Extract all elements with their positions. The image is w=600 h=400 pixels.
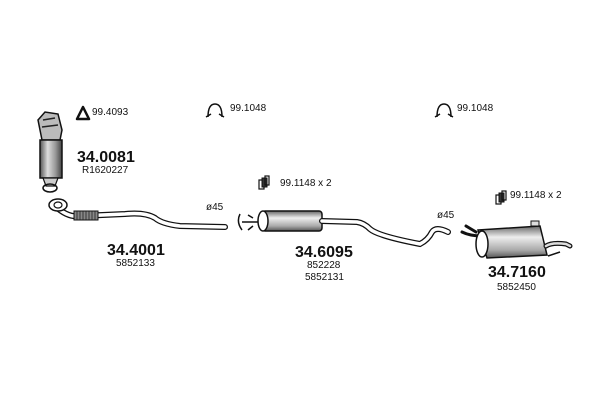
rubber-mount-part-number: 99.1148 x 2 bbox=[510, 190, 562, 201]
clamp-icon bbox=[434, 103, 454, 118]
pipe-diameter: ø45 bbox=[437, 210, 455, 221]
clamp-part-number: 99.1048 bbox=[457, 103, 494, 114]
oem-number: 5852133 bbox=[116, 258, 155, 269]
oem-number: 5852450 bbox=[497, 282, 536, 293]
clamp-part-number: 99.1048 bbox=[230, 103, 267, 114]
part-code: 34.4001 bbox=[107, 242, 165, 259]
catalytic-converter bbox=[37, 111, 63, 193]
oem-number: 5852131 bbox=[305, 272, 344, 283]
gasket-icon bbox=[75, 105, 91, 121]
rubber-mount-icon bbox=[495, 190, 507, 205]
clamp-icon bbox=[205, 103, 225, 118]
pipe-diameter: ø45 bbox=[206, 202, 224, 213]
rear-silencer bbox=[460, 220, 573, 259]
rubber-mount-part-number: 99.1148 x 2 bbox=[280, 178, 332, 189]
oem-number: 852228 bbox=[307, 260, 341, 271]
part-code: 34.0081 bbox=[77, 149, 135, 166]
front-pipe bbox=[48, 198, 228, 230]
rubber-mount-icon bbox=[258, 175, 270, 190]
part-code: 34.6095 bbox=[295, 244, 353, 261]
middle-silencer bbox=[237, 210, 451, 248]
gasket-part-number: 99.4093 bbox=[92, 107, 129, 118]
oem-number: R1620227 bbox=[82, 165, 129, 176]
part-code: 34.7160 bbox=[488, 264, 546, 281]
